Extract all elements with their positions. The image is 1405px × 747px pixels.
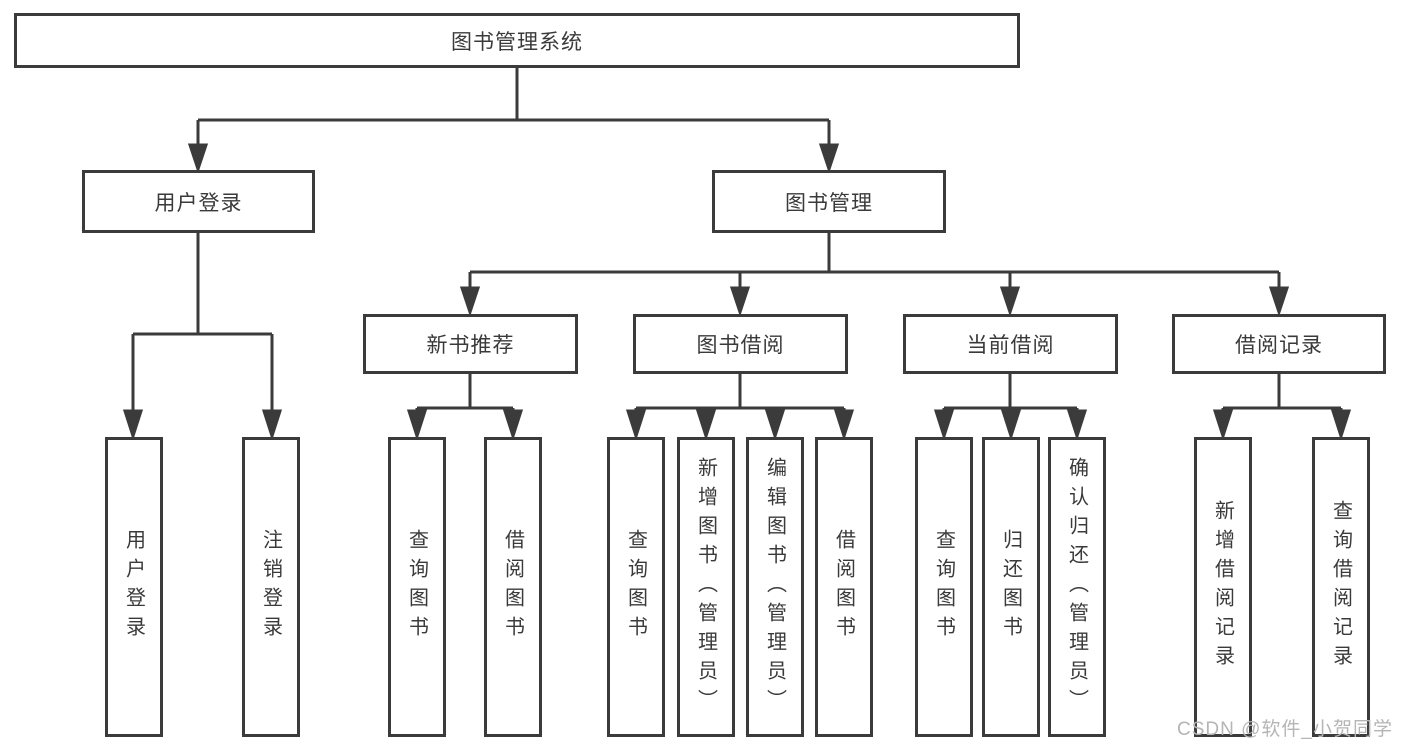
arrowhead-l3	[999, 286, 1021, 317]
node-current-borrowing-label: 当前借阅	[966, 334, 1055, 357]
arrowhead-leaf	[1330, 409, 1352, 441]
leaf-add-books-admin: 新增图书（管理员）	[677, 437, 735, 737]
leaf-add-books-admin-label: 新增图书（管理员）	[694, 456, 717, 718]
arrowhead-leaf	[625, 409, 647, 441]
node-new-book-recommend: 新书推荐	[363, 314, 578, 374]
node-book-borrowing: 图书借阅	[633, 314, 848, 374]
arrowhead-leaf	[695, 409, 717, 441]
node-borrowing-records: 借阅记录	[1172, 314, 1386, 374]
arrowhead-leaf	[764, 409, 786, 441]
node-book-management: 图书管理	[712, 170, 946, 233]
arrowhead-l3	[1268, 286, 1290, 317]
leaf-query-books-borrow-label: 查询图书	[624, 529, 647, 645]
leaf-borrow-books: 借阅图书	[815, 437, 873, 737]
leaf-return-books: 归还图书	[982, 437, 1040, 737]
leaf-query-borrow-record-label: 查询借阅记录	[1329, 500, 1352, 674]
leaf-confirm-return-admin-label: 确认归还（管理员）	[1065, 456, 1088, 718]
leaf-query-books-recommend: 查询图书	[388, 437, 446, 737]
leaf-add-borrow-record-label: 新增借阅记录	[1211, 500, 1234, 674]
arrowhead-l3	[459, 286, 481, 317]
node-root: 图书管理系统	[14, 13, 1020, 68]
node-user-login: 用户登录	[82, 170, 315, 233]
arrowhead-leaf	[1066, 409, 1088, 441]
leaf-user-login: 用户登录	[105, 437, 163, 737]
arrowhead-leaf	[261, 409, 283, 441]
leaf-query-borrow-record: 查询借阅记录	[1312, 437, 1370, 737]
leaf-confirm-return-admin: 确认归还（管理员）	[1048, 437, 1106, 737]
node-root-label: 图书管理系统	[451, 30, 583, 54]
leaf-query-books-current: 查询图书	[915, 437, 973, 737]
arrowhead-l3	[729, 286, 751, 317]
leaf-borrow-books-recommend-label: 借阅图书	[501, 529, 524, 645]
arrowhead-leaf	[1000, 409, 1022, 441]
node-current-borrowing: 当前借阅	[903, 314, 1118, 374]
node-book-borrowing-label: 图书借阅	[696, 334, 785, 357]
arrowhead-leaf	[502, 409, 524, 441]
leaf-add-borrow-record: 新增借阅记录	[1194, 437, 1252, 737]
leaf-query-books-borrow: 查询图书	[607, 437, 665, 737]
leaf-logout-label: 注销登录	[259, 529, 282, 645]
arrowhead-leaf	[1212, 409, 1234, 441]
node-borrowing-records-label: 借阅记录	[1235, 334, 1323, 357]
leaf-borrow-books-label: 借阅图书	[832, 529, 855, 645]
leaf-logout: 注销登录	[242, 437, 300, 737]
arrowhead-leaf	[406, 409, 428, 441]
leaf-borrow-books-recommend: 借阅图书	[484, 437, 542, 737]
leaf-query-books-recommend-label: 查询图书	[405, 529, 428, 645]
node-new-book-recommend-label: 新书推荐	[426, 334, 515, 357]
leaf-query-books-current-label: 查询图书	[932, 529, 955, 645]
node-user-login-label: 用户登录	[154, 191, 243, 215]
node-book-management-label: 图书管理	[785, 191, 873, 215]
arrowhead-leaf	[933, 409, 955, 441]
leaf-return-books-label: 归还图书	[999, 529, 1022, 645]
leaf-user-login-label: 用户登录	[122, 529, 145, 645]
arrowhead-leaf	[122, 409, 144, 441]
arrowhead-leaf	[833, 409, 855, 441]
arrowhead-bookmgmt	[818, 143, 840, 174]
leaf-edit-books-admin: 编辑图书（管理员）	[746, 437, 804, 737]
leaf-edit-books-admin-label: 编辑图书（管理员）	[763, 456, 786, 718]
arrowhead-userlogin	[187, 143, 209, 174]
